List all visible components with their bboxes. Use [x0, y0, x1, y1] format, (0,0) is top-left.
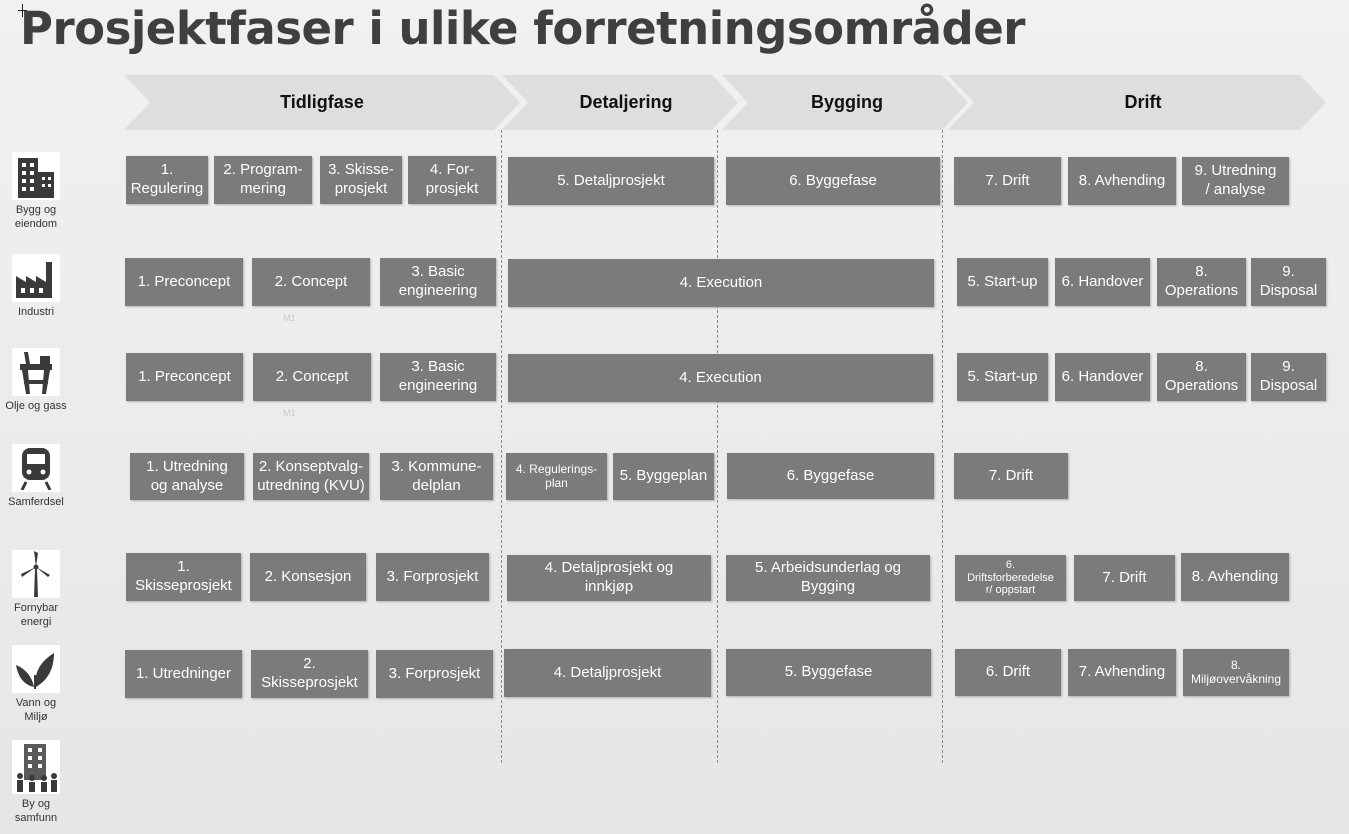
phase-box: 1. Utredning og analyse	[130, 453, 244, 500]
factory-icon	[12, 254, 60, 302]
phase-divider	[717, 130, 718, 763]
train-icon	[12, 444, 60, 492]
phase-box: 7. Avhending	[1068, 649, 1176, 696]
phase-box: 9. Disposal	[1251, 353, 1326, 401]
sector-label: Industri	[17, 306, 55, 318]
phase-box: 8. Avhending	[1068, 157, 1176, 205]
phase-box: 7. Drift	[1074, 555, 1175, 601]
sector-label: Bygg og eiendom	[14, 204, 58, 231]
sector-label: Samferdsel	[8, 496, 64, 508]
phase-divider	[501, 130, 502, 763]
phase-box: 8. Miljøovervåkning	[1183, 649, 1289, 696]
phase-bygging: Bygging	[722, 75, 968, 130]
phase-box: 3. Basic engineering	[380, 258, 496, 306]
phase-box: 4. Execution	[508, 259, 934, 307]
phase-tidligfase: Tidligfase	[124, 75, 520, 130]
phase-box: 2. Konsesjon	[250, 553, 366, 601]
phase-label: Detaljering	[579, 92, 673, 112]
phase-box: 2. Concept	[252, 258, 370, 306]
phase-box: 4. For- prosjekt	[408, 156, 496, 204]
phase-box: 8. Avhending	[1181, 553, 1289, 601]
page-title: Prosjektfaser i ulike forretningsområder	[20, 2, 1025, 55]
phase-box: 5. Start-up	[957, 258, 1048, 306]
milestone-label: M1	[283, 408, 296, 418]
sector-industri: Industri	[0, 254, 72, 319]
mouse-cursor-crossbar	[18, 10, 27, 11]
phase-box: 3. Forprosjekt	[376, 553, 489, 601]
phase-box: 6. Handover	[1055, 353, 1150, 401]
sector-label: Fornybar energi	[13, 602, 59, 629]
phase-box: 8. Operations	[1157, 258, 1246, 306]
phase-label: Drift	[1124, 92, 1162, 112]
phase-box: 4. Detaljprosjekt	[504, 649, 711, 697]
wind-turbine-icon	[12, 550, 60, 598]
phase-box: 6. Byggefase	[727, 453, 934, 499]
phase-box: 1. Skisseprosjekt	[126, 553, 241, 601]
phase-box: 3. Basic engineering	[380, 353, 496, 401]
phase-box: 2. Skisseprosjekt	[251, 650, 368, 698]
sector-by-og-samfunn: By og samfunn	[0, 740, 72, 826]
phase-divider	[942, 130, 943, 763]
phase-box: 9. Utredning / analyse	[1182, 157, 1289, 205]
phase-box: 5. Start-up	[957, 353, 1048, 401]
phase-box: 1. Utredninger	[125, 650, 242, 698]
phase-box: 7. Drift	[954, 453, 1068, 499]
city-people-icon	[12, 740, 60, 794]
phase-box: 5. Detaljprosjekt	[508, 157, 714, 205]
phase-box: 4. Regulerings- plan	[506, 453, 607, 500]
milestone-label: M1	[283, 313, 296, 323]
phase-drift: Drift	[948, 75, 1326, 130]
phase-box: 5. Byggeplan	[613, 453, 714, 500]
phase-box: 8. Operations	[1157, 353, 1246, 401]
phase-box: 2. Konseptvalg- utredning (KVU)	[253, 453, 369, 500]
phase-box: 4. Detaljprosjekt og innkjøp	[507, 555, 711, 601]
chevron-shape	[948, 75, 1326, 130]
building-icon	[12, 152, 60, 200]
phase-box: 2. Concept	[253, 353, 371, 401]
phase-label: Tidligfase	[280, 92, 364, 112]
phase-box: 6. Byggefase	[726, 157, 940, 205]
sector-vann-og-miljo: Vann og Miljø	[0, 645, 72, 725]
sector-bygg-og-eiendom: Bygg og eiendom	[0, 152, 72, 232]
chevron-shape	[124, 75, 520, 130]
sector-olje-og-gass: Olje og gass	[0, 348, 72, 413]
phase-box: 4. Execution	[508, 354, 933, 402]
phase-box: 7. Drift	[954, 157, 1061, 205]
phase-box: 3. Forprosjekt	[376, 650, 493, 698]
leaf-icon	[12, 645, 60, 693]
sector-label: Olje og gass	[5, 400, 67, 412]
phase-detaljering: Detaljering	[502, 75, 738, 130]
phase-box: 1. Regulering	[126, 156, 208, 204]
oil-platform-icon	[12, 348, 60, 396]
sector-samferdsel: Samferdsel	[0, 444, 72, 509]
phase-box: 1. Preconcept	[125, 258, 243, 306]
sector-label: Vann og Miljø	[15, 697, 57, 724]
phase-box: 6. Driftsforberedelse r/ oppstart	[955, 555, 1066, 601]
sector-fornybar-energi: Fornybar energi	[0, 550, 72, 630]
phase-box: 3. Kommune- delplan	[380, 453, 493, 500]
phase-box: 9. Disposal	[1251, 258, 1326, 306]
sector-label: By og samfunn	[14, 798, 58, 825]
phase-box: 2. Program- mering	[214, 156, 312, 204]
phase-box: 6. Drift	[955, 649, 1061, 696]
phase-box: 3. Skisse- prosjekt	[320, 156, 402, 204]
chevron-shape	[502, 75, 738, 130]
phase-box: 5. Arbeidsunderlag og Bygging	[726, 555, 930, 601]
phase-box: 5. Byggefase	[726, 649, 931, 696]
chevron-shape	[722, 75, 968, 130]
phase-label: Bygging	[811, 92, 883, 112]
phase-box: 1. Preconcept	[126, 353, 243, 401]
phase-box: 6. Handover	[1055, 258, 1150, 306]
